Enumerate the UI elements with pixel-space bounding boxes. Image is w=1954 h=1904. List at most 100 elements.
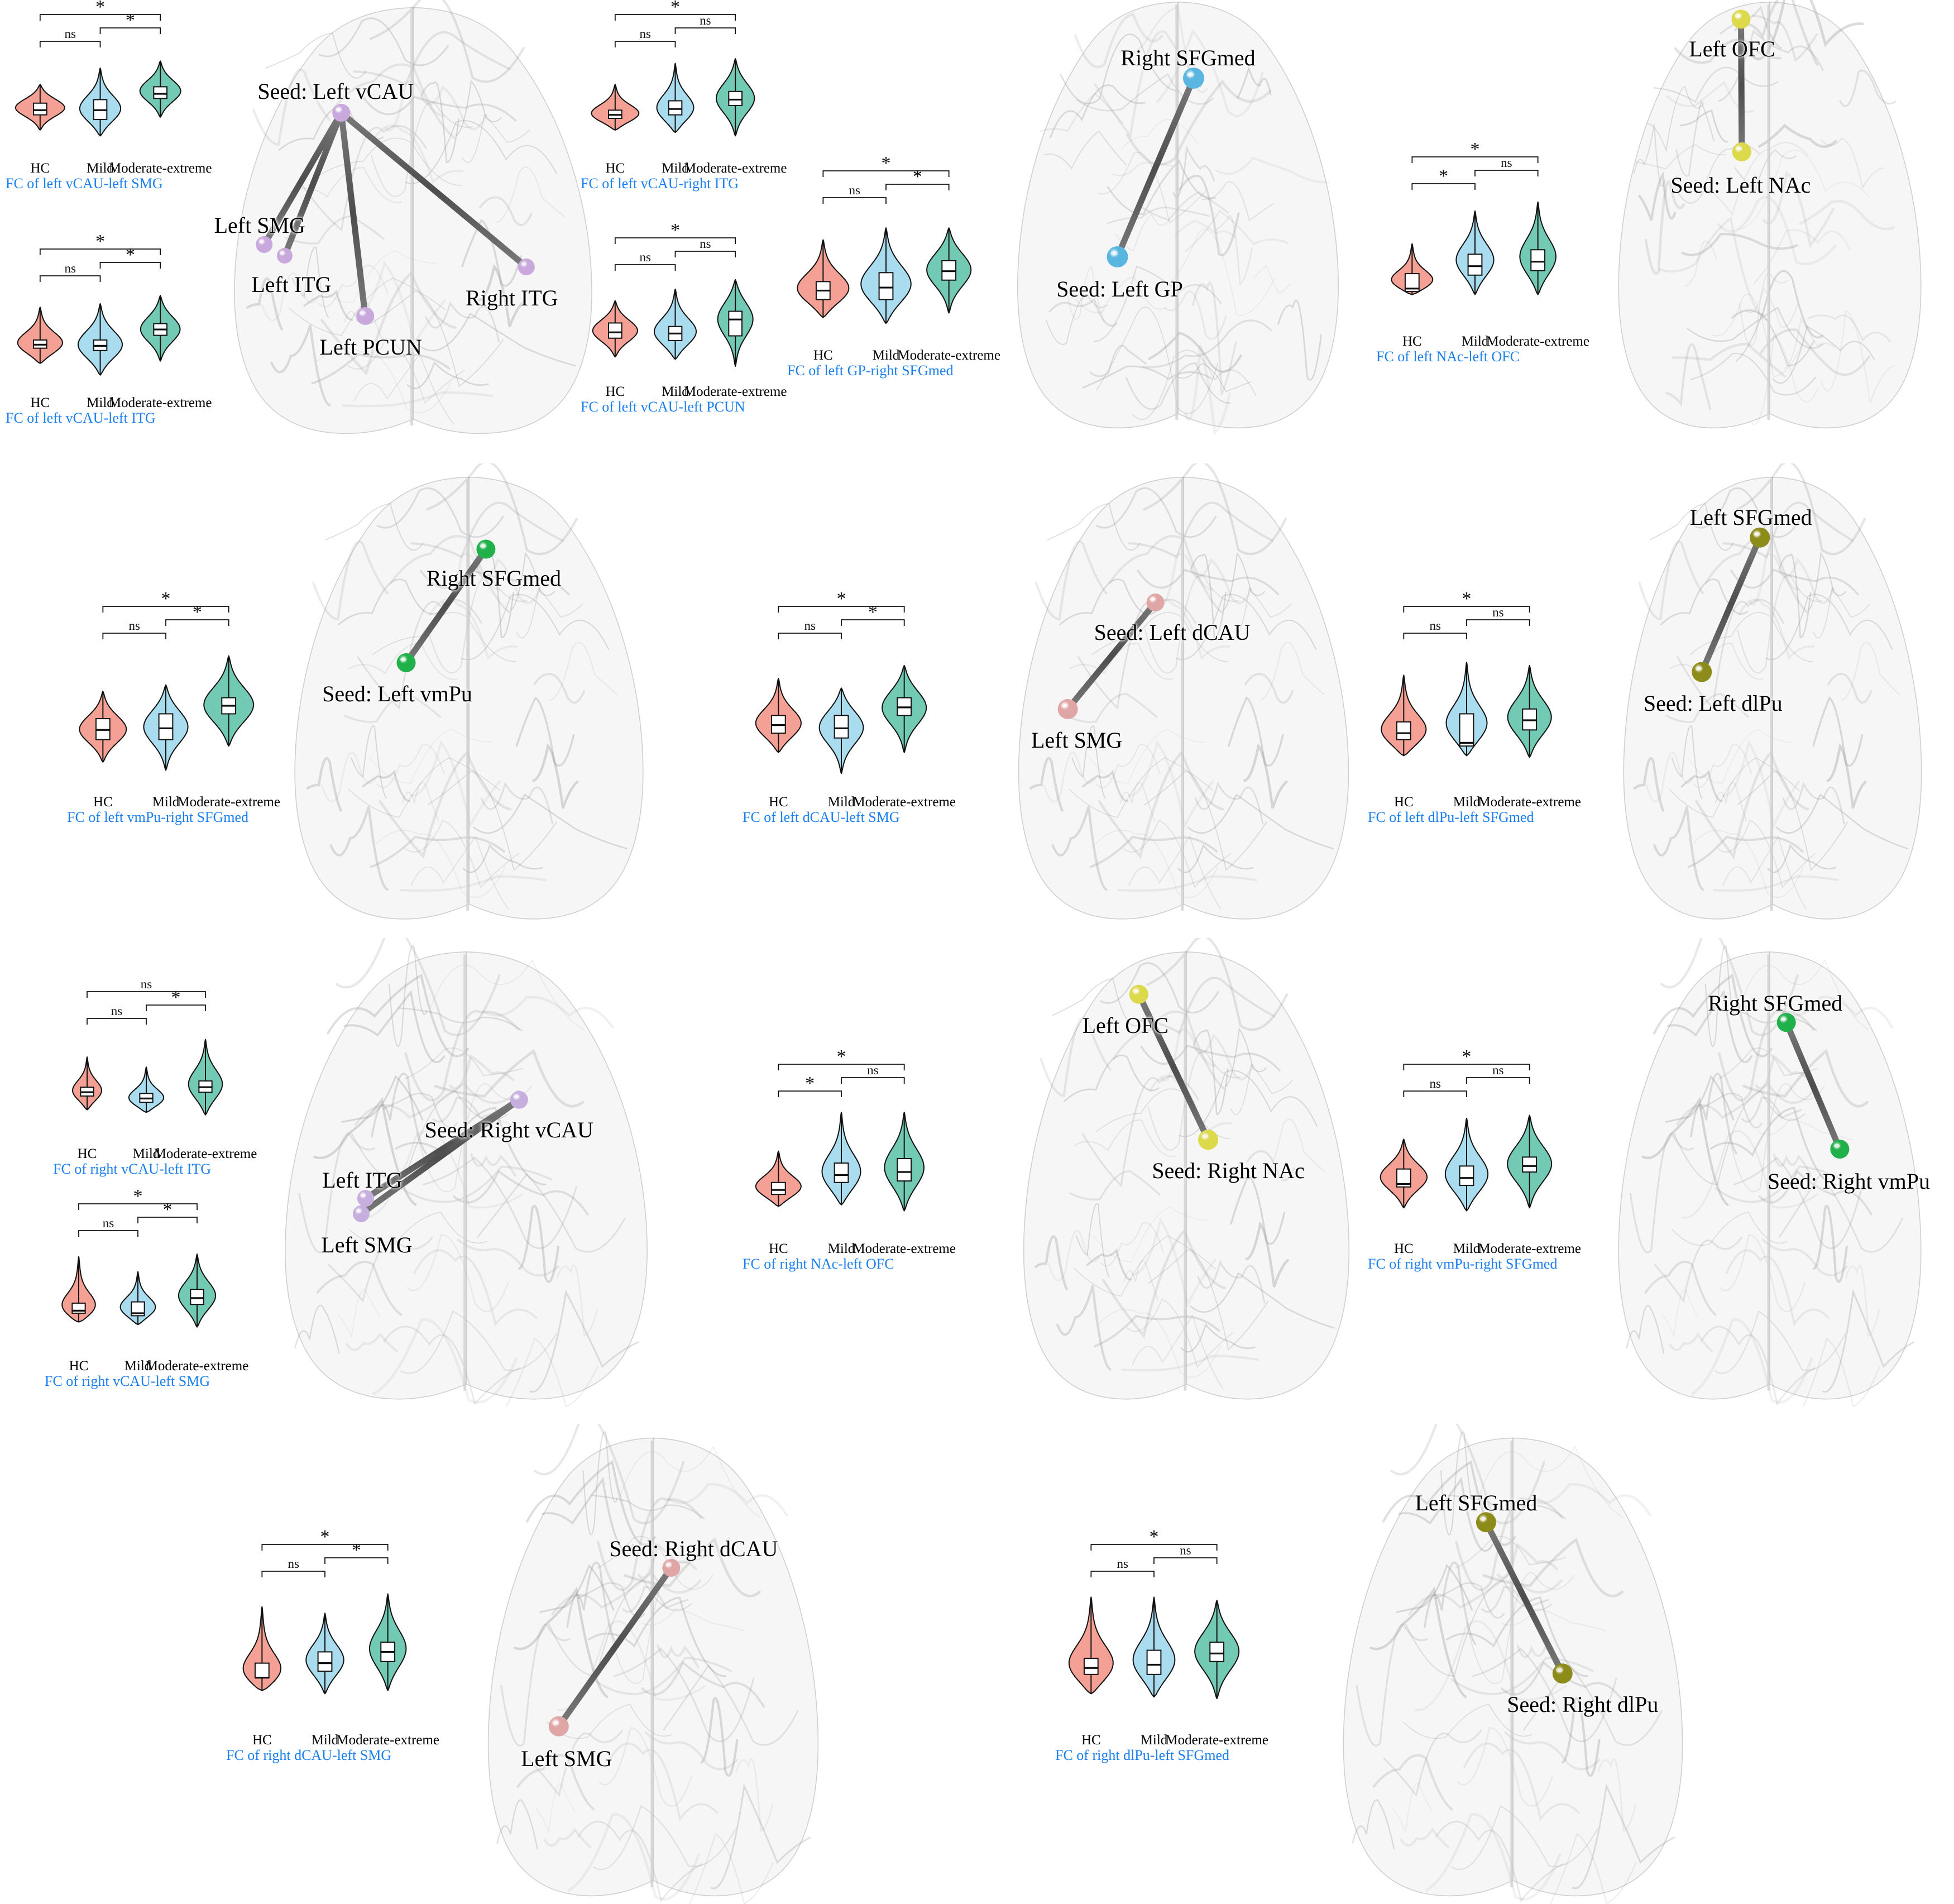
brain-sulcus [597,1497,702,1591]
brain-sulcus [1761,1238,1848,1277]
brain-sulcus [1699,1093,1763,1128]
connectivity-edges [1738,16,1745,155]
brain-node-label: Left OFC [1082,1012,1169,1038]
brain-sulcus [613,1648,755,1743]
connectivity-edge [1136,991,1211,1143]
brain-node-label: Left SMG [1031,727,1123,753]
brain-sulcus [623,1537,761,1597]
significance-bracket: * [614,220,736,244]
brain-sulcus [1094,30,1203,138]
brain-sulcus [1845,1265,1880,1337]
brain-sulcus [1727,1083,1825,1192]
x-axis-tick-label: HC [813,348,833,363]
sig-star-label: * [837,589,846,609]
brain-hemisphere-right [1769,951,1922,1400]
brain-sulcus [1174,219,1237,239]
brain-sulcus [515,696,575,767]
brain-sulcus [1142,319,1272,369]
brain-node-sphere [352,1205,370,1222]
connectivity-edge [358,1097,523,1217]
brain-sulcus [1739,272,1788,346]
significance-bracket: * [39,231,161,255]
brain-sulcus [1050,84,1146,138]
brain-sulcus [598,1727,692,1807]
brain-sulcus [1096,487,1217,538]
x-axis-tick-label: Moderate-extreme [109,395,212,410]
node-specular-highlight [513,1094,520,1099]
brain-sulcus [1826,743,1867,809]
brain-sulcus [370,835,505,868]
brain-sulcus [420,85,487,130]
brain-sulcus [1751,334,1818,425]
brain-sulcus [371,1073,427,1155]
brain-sulcus [1765,594,1893,661]
brain-sulcus [1750,0,1864,60]
x-axis-tick-label: HC [93,795,113,810]
brain-sulcus [1827,673,1872,704]
brain-sulcus [710,1783,811,1889]
brain-sulcus [1496,1542,1558,1580]
brain-sulcus [433,1049,585,1108]
brain-sulcus [1073,1119,1176,1157]
brain-sulcus [1646,85,1704,152]
connectivity-edge [338,109,368,319]
brain-node-sphere [332,104,351,122]
glass-brain [487,1424,819,1904]
brain-sulcus [419,568,570,596]
brain-sulcus [1665,343,1712,410]
brain-sulcus [265,32,367,79]
brain-sulcus [1448,1495,1566,1519]
brain-sulcus [1190,558,1252,605]
x-axis-tick-label: Moderate-extreme [1165,1733,1268,1748]
brain-sulcus [1123,1260,1158,1301]
brain-sulcus [1680,769,1723,802]
x-axis-tick-label: HC [1394,1241,1414,1256]
brain-sulcus [399,875,547,892]
brain-node-sphere [1830,1140,1850,1159]
x-axis-tick-label: Moderate-extreme [897,348,1000,363]
brain-sulcus [577,1821,703,1903]
x-axis-tick-label: HC [605,161,625,176]
brain-sulcus [1086,1248,1132,1281]
brain-sulcus [1034,1235,1068,1291]
panel-caption: FC of left vCAU-left PCUN [581,399,745,415]
brain-sulcus [566,1561,618,1645]
connectivity-nodes [1692,527,1770,682]
brain-node-label: Seed: Right dlPu [1507,1692,1659,1718]
brain-sulcus [1597,1758,1637,1832]
brain-sulcus [1097,151,1206,224]
brain-sulcus [1400,1828,1450,1848]
iqr-box [770,1181,786,1195]
brain-node-sphere [276,248,293,264]
brain-sulcus [1069,757,1214,818]
brain-sulcus [1082,365,1213,389]
brain-sulcus [607,1572,713,1684]
connectivity-nodes [1057,594,1165,719]
panel-caption: FC of left vmPu-right SFGmed [67,809,248,825]
iqr-box [1209,1642,1225,1662]
brain-sulcus [303,290,353,321]
panel-caption: FC of right dlPu-left SFGmed [1055,1747,1229,1763]
iqr-box [1530,249,1546,271]
brain-sulcus [1741,1097,1803,1123]
node-specular-highlight [552,1720,559,1725]
brain-sulcus [351,1090,509,1185]
brain-sulcus [1089,345,1147,377]
brain-sulcus [1095,830,1219,898]
brain-sulcus [1665,1074,1735,1123]
brain-sulcus [1099,1309,1221,1378]
brain-sulcus [516,587,583,639]
brain-sulcus [291,247,329,318]
brain-sulcus [1144,770,1267,871]
iqr-box [32,102,47,116]
sig-star-label: * [671,0,680,17]
sig-star-label: * [352,1540,361,1561]
brain-sulcus [1720,1234,1805,1313]
glass-brain [1343,1424,1683,1904]
sig-ns-label: ns [128,619,140,633]
sig-star-label: * [133,1186,143,1207]
brain-sulcus [477,1173,626,1253]
